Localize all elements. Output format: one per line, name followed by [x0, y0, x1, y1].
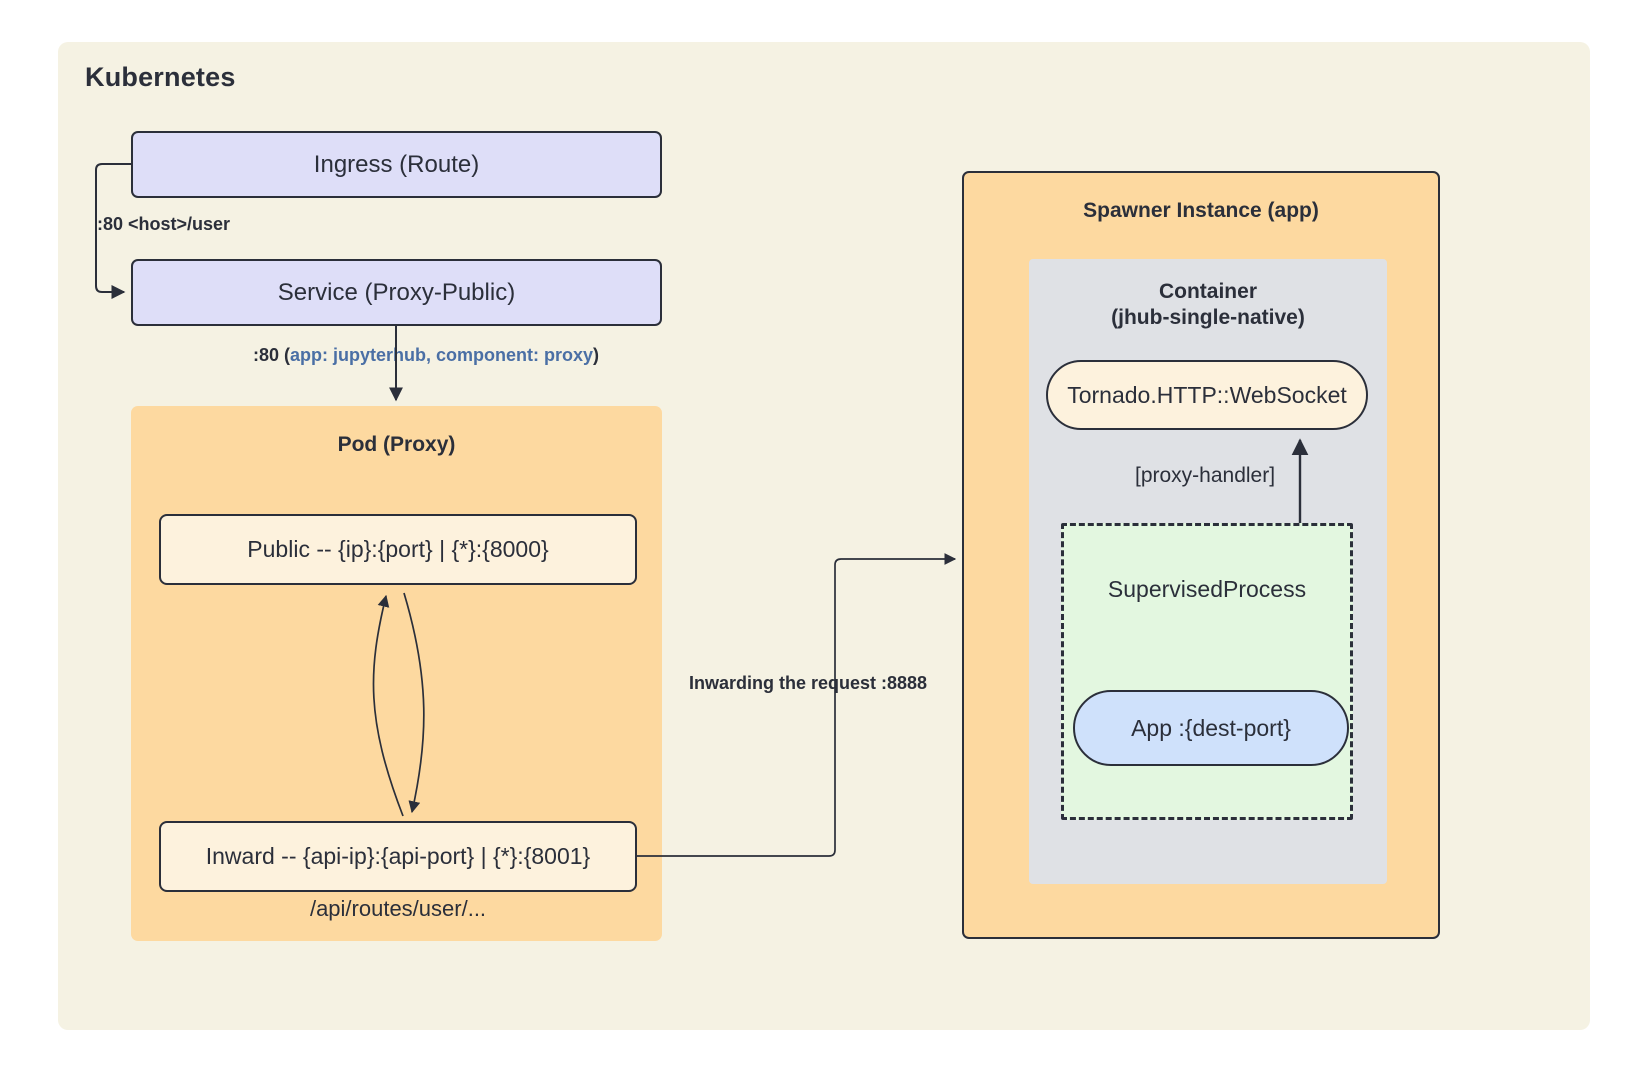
node-proxy-inward-listener[interactable]: Inward -- {api-ip}:{api-port} | {*}:{800… — [159, 821, 637, 892]
edge-label-ingress-to-service: :80 <host>/user — [97, 214, 231, 234]
node-tornado-websocket[interactable]: Tornado.HTTP::WebSocket — [1046, 360, 1368, 430]
edge-label-proxy-handler: [proxy-handler] — [1135, 464, 1276, 487]
edge-label-service-to-pod: :80 (app: jupyterhub, component: proxy) — [253, 345, 599, 366]
kubernetes-title: Kubernetes — [85, 62, 236, 92]
node-app-dest-port-label: App :{dest-port} — [1131, 714, 1291, 741]
node-service-proxy-public-label: Service (Proxy-Public) — [277, 278, 516, 306]
node-proxy-public-listener[interactable]: Public -- {ip}:{port} | {*}:{8000} — [159, 514, 637, 585]
edge-label-service-selector: app: jupyterhub, component: proxy — [290, 345, 594, 365]
node-app-dest-port[interactable]: App :{dest-port} — [1073, 690, 1349, 766]
node-ingress-route-label: Ingress (Route) — [313, 150, 480, 178]
group-supervised-process: SupervisedProcess — [1061, 523, 1353, 820]
group-spawner-instance-title: Spawner Instance (app) — [1083, 199, 1319, 222]
node-proxy-inward-listener-label: Inward -- {api-ip}:{api-port} | {*}:{800… — [205, 843, 591, 869]
api-routes-note: /api/routes/user/... — [309, 896, 487, 921]
node-service-proxy-public[interactable]: Service (Proxy-Public) — [131, 259, 662, 326]
node-tornado-websocket-label: Tornado.HTTP::WebSocket — [1067, 381, 1347, 408]
group-supervised-process-label: SupervisedProcess — [1107, 576, 1307, 602]
group-container-title-line2: (jhub-single-native) — [1111, 305, 1305, 329]
edge-label-service-paren-close: ) — [593, 345, 600, 365]
group-container-title: Container (jhub-single-native) — [1029, 279, 1387, 330]
edge-label-service-port: :80 ( — [253, 345, 291, 365]
node-ingress-route[interactable]: Ingress (Route) — [131, 131, 662, 198]
group-pod-proxy-title: Pod (Proxy) — [337, 433, 456, 456]
node-proxy-public-listener-label: Public -- {ip}:{port} | {*}:{8000} — [247, 536, 549, 562]
group-container-title-line1: Container — [1158, 280, 1257, 303]
edge-label-inward-to-spawner: Inwarding the request :8888 — [689, 673, 928, 693]
